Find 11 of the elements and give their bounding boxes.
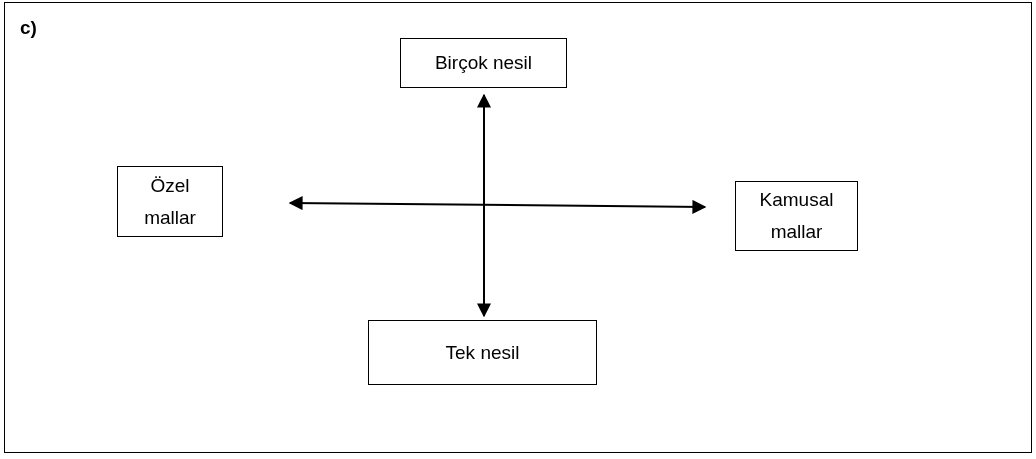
panel-label: c) (20, 16, 37, 40)
text-box (400, 38, 567, 88)
text-box (117, 166, 223, 237)
double-arrow (477, 93, 491, 318)
box-label: Özel mallar (143, 173, 197, 230)
double-arrow (288, 196, 707, 214)
text-box (735, 181, 858, 251)
box-label: Kamusal mallar (758, 188, 835, 244)
text-box (368, 320, 597, 385)
box-label: Birçok nesil (434, 51, 533, 75)
box-label: Tek nesil (445, 340, 520, 365)
